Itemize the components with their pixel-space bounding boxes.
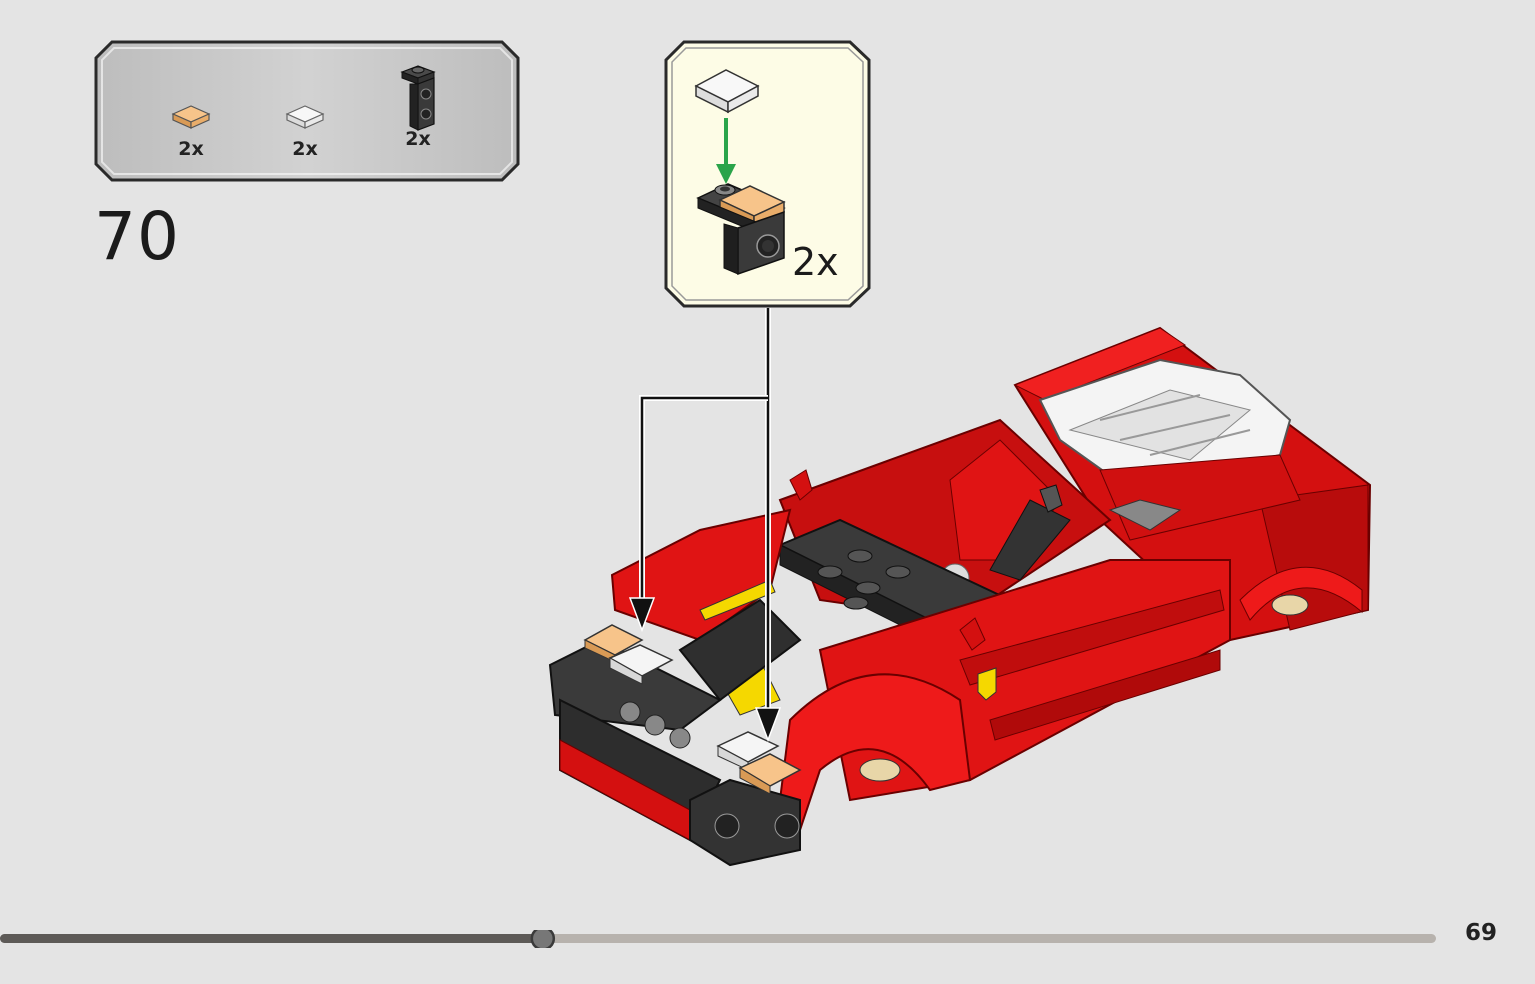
sub-assembly-panel: 2x — [664, 40, 871, 308]
car-rear — [1013, 326, 1372, 642]
new-tiles-left — [583, 624, 674, 685]
placement-arrows — [628, 308, 782, 743]
car-right-side — [778, 559, 1231, 833]
parts-list-panel: 2x 2x 2x — [94, 40, 520, 182]
bracket-with-tile-icon — [696, 183, 786, 276]
sub-assembly-qty: 2x — [792, 240, 839, 284]
chassis-plate — [777, 518, 1013, 651]
arrow-down-icon — [628, 597, 656, 633]
arrow-down-icon — [754, 707, 782, 743]
part-qty: 2x — [178, 138, 204, 160]
part-qty: 2x — [405, 128, 431, 150]
step-number: 70 — [94, 198, 180, 275]
new-tiles-right — [716, 731, 802, 795]
part-black-bracket: 2x — [378, 62, 458, 150]
progress-bar — [0, 930, 1436, 948]
car-left-side — [610, 508, 792, 716]
sub-assembly-frame — [664, 40, 871, 308]
part-qty: 2x — [292, 138, 318, 160]
progress-knob — [530, 930, 556, 948]
black-bracket-icon — [400, 65, 436, 131]
arrow-down-icon — [716, 118, 736, 184]
orange-tile-icon — [171, 105, 211, 129]
clear-tile-icon — [285, 105, 325, 129]
car-front-nose — [548, 598, 802, 867]
car-cockpit — [778, 418, 1112, 622]
part-clear-tile: 2x — [265, 102, 345, 160]
part-orange-tile: 2x — [151, 102, 231, 160]
progress-fill — [0, 934, 543, 943]
page-number: 69 — [1465, 920, 1498, 946]
clear-tile-icon — [694, 69, 760, 114]
